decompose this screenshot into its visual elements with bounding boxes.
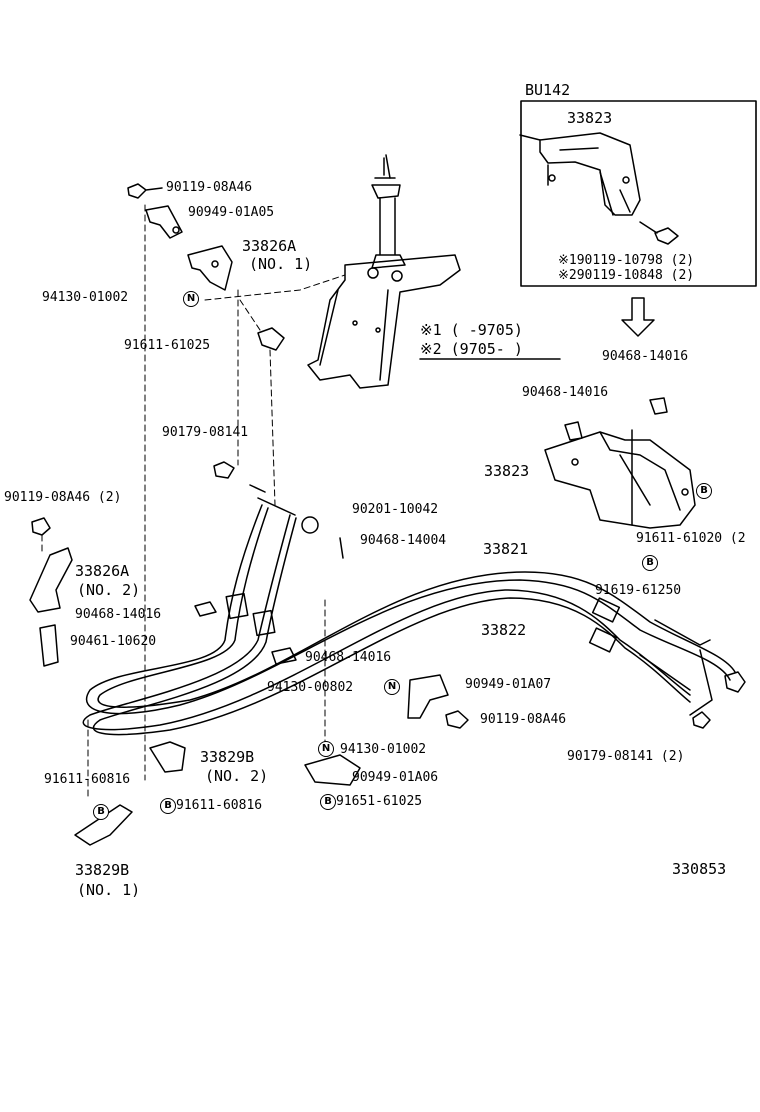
n-badge: N — [384, 679, 400, 695]
part-label: 33823 — [484, 462, 530, 480]
part-label: 90468-14016 — [75, 607, 162, 622]
part-label: 90949-01A05 — [188, 205, 275, 220]
cable-33822 — [82, 514, 691, 731]
clip-90468-c — [194, 601, 217, 617]
clip-top — [145, 205, 183, 239]
cable-33821 — [85, 504, 731, 715]
inset-note-1: ※190119-10798 (2) — [558, 253, 695, 268]
part-label: 91611-61020 (2 — [636, 531, 746, 546]
part-label: 90201-10042 — [352, 502, 439, 517]
b-badge: B — [642, 555, 658, 571]
inset-bolt — [639, 221, 679, 245]
down-arrow — [621, 297, 655, 337]
clip-90468-d — [271, 647, 297, 665]
part-label: (NO. 2) — [205, 767, 269, 785]
b-badge: B — [93, 804, 109, 820]
bracket-33826a-2 — [29, 547, 73, 613]
part-label: 90949-01A06 — [352, 770, 439, 785]
part-label: (NO. 1) — [77, 881, 141, 899]
n-badge: N — [183, 291, 199, 307]
part-label: 91619-61250 — [595, 583, 682, 598]
inset-note-2: ※290119-10848 (2) — [558, 268, 695, 283]
b-badge: B — [320, 794, 336, 810]
part-label: 33826A — [75, 562, 130, 580]
bracket-33826a-1 — [187, 245, 233, 291]
bolt-91611 — [257, 327, 285, 351]
part-label: 33829B — [75, 861, 130, 879]
inset-title: BU142 — [525, 81, 571, 99]
part-label: 90461-10620 — [70, 634, 157, 649]
part-label: 33821 — [483, 540, 529, 558]
nut-90179 — [213, 461, 235, 479]
diagram-number: 330853 — [672, 860, 727, 878]
clamp-90949-a07 — [407, 674, 449, 719]
part-label: 90119-08A46 — [480, 712, 567, 727]
bolt-90119 — [31, 517, 51, 536]
bolt-90119-b — [445, 710, 469, 729]
part-label: 91611-61025 — [124, 338, 211, 353]
bracket-33823 — [544, 431, 696, 529]
part-label: 91611-60816 — [44, 772, 131, 787]
legend-line-1: ※1 ( -9705) — [420, 321, 523, 339]
clip-90461 — [39, 624, 59, 667]
inset-box — [520, 100, 757, 287]
part-label: 33822 — [481, 621, 527, 639]
part-label: 94130-01002 — [340, 742, 427, 757]
clamp-33829b-1 — [74, 804, 133, 846]
part-label: 90468-14004 — [360, 533, 447, 548]
part-label: 91651-61025 — [336, 794, 423, 809]
bolt-top — [127, 183, 163, 199]
part-label: 90179-08141 — [162, 425, 249, 440]
part-label: 90468-14016 — [602, 349, 689, 364]
part-label: 90949-01A07 — [465, 677, 552, 692]
n-badge: N — [318, 741, 334, 757]
clip-90468-a — [564, 421, 583, 441]
shift-lever — [371, 157, 406, 269]
nut-right — [724, 671, 746, 693]
part-label: 33829B — [200, 748, 255, 766]
b-badge: B — [696, 483, 712, 499]
part-label: 91611-60816 — [176, 798, 263, 813]
part-label: (NO. 1) — [249, 255, 313, 273]
clip-90468-b — [649, 397, 668, 415]
part-label: 90179-08141 (2) — [567, 749, 685, 764]
part-label: 90119-08A46 (2) — [4, 490, 122, 505]
part-label: 94130-00802 — [267, 680, 354, 695]
clamp-90949-a06 — [304, 754, 361, 786]
clamp-33829b-2 — [149, 741, 186, 773]
legend-line-2: ※2 (9705- ) — [420, 340, 523, 358]
part-label: 33826A — [242, 237, 297, 255]
part-label: 90468-14016 — [522, 385, 609, 400]
part-label: (NO. 2) — [77, 581, 141, 599]
b-badge: B — [160, 798, 176, 814]
inset-bracket — [539, 132, 641, 216]
part-label: 90468-14016 — [305, 650, 392, 665]
inset-part-label: 33823 — [567, 109, 613, 127]
part-label: 90119-08A46 — [166, 180, 253, 195]
washer-90201 — [301, 516, 319, 534]
part-label: 94130-01002 — [42, 290, 129, 305]
lever-bracket — [307, 254, 461, 389]
